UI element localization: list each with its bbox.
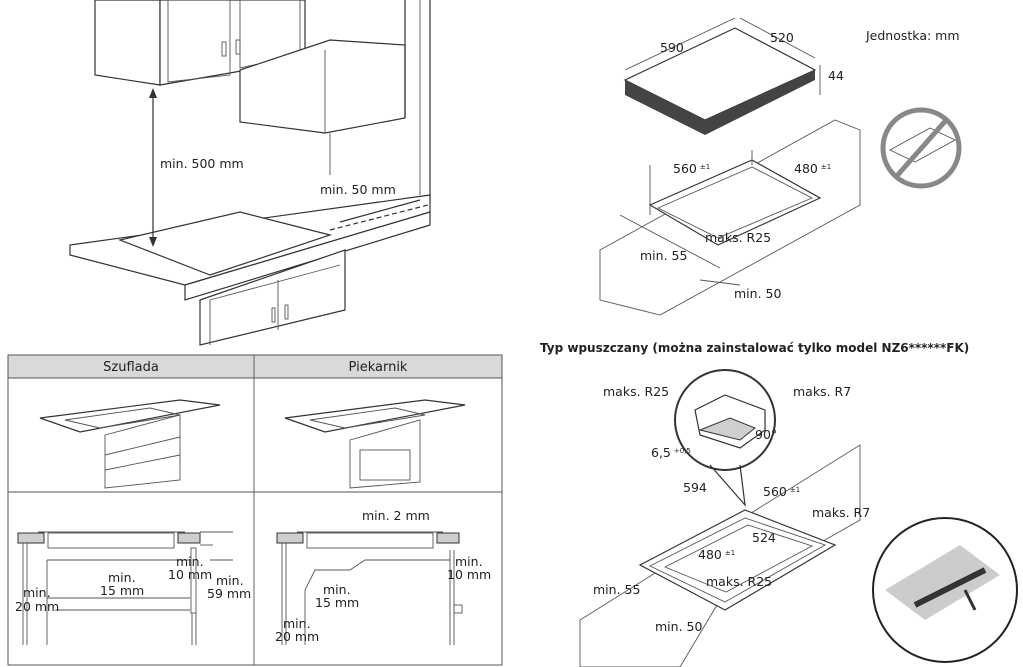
cutout-width-label: 560±1 <box>763 484 800 499</box>
oven-min-15-label: min.15 mm <box>315 582 359 610</box>
min-back-label: min. 50 <box>655 619 702 634</box>
detail-r7-label: maks. R7 <box>793 384 851 399</box>
hob-height-label: 44 <box>828 68 844 83</box>
header-drawer: Szuflada <box>103 360 159 375</box>
min-back-label: min. 50 <box>734 286 781 301</box>
oven-min-2-label: min. 2 mm <box>362 508 430 523</box>
flush-installation-illustration: Typ wpuszczany (można zainstalować tylko… <box>540 341 1018 667</box>
inner-r25-label: maks. R25 <box>706 574 772 589</box>
drawer-min-15-label: min.15 mm <box>100 570 144 598</box>
oven-min-20-label: min.20 mm <box>275 616 319 644</box>
hob-width-label: 590 <box>660 40 684 55</box>
drawer-min-10-label: min.10 mm <box>168 554 212 582</box>
oven-min-10-label: min.10 mm <box>447 554 491 582</box>
depth-label: 6,5+0,5 <box>651 445 691 460</box>
min-wall-gap-label: min. 50 mm <box>320 182 396 197</box>
drawer-min-59-label: min.59 mm <box>207 573 251 601</box>
cutout-depth-label: 480±1 <box>794 161 831 176</box>
min-front-label: min. 55 <box>640 248 687 263</box>
min-height-label: min. 500 mm <box>160 156 244 171</box>
angle-label: 90° <box>755 427 777 442</box>
unit-label: Jednostka: mm <box>865 28 960 43</box>
max-radius-label: maks. R25 <box>705 230 771 245</box>
flush-title: Typ wpuszczany (można zainstalować tylko… <box>540 341 969 355</box>
inner-width-label: 524 <box>752 530 776 545</box>
outer-width-label: 594 <box>683 480 707 495</box>
prohibited-tool-icon <box>880 107 962 189</box>
hob-depth-label: 520 <box>770 30 794 45</box>
sealant-gun-icon <box>872 517 1018 663</box>
outer-r7-label: maks. R7 <box>812 505 870 520</box>
drawer-min-20-label: min.20 mm <box>15 585 59 614</box>
clearance-table: Szuflada Piekarnik min.10 mm min.15 mm m… <box>7 354 503 666</box>
min-front-label: min. 55 <box>593 582 640 597</box>
header-oven: Piekarnik <box>349 360 408 375</box>
cutout-depth-label: 480±1 <box>698 547 735 562</box>
kitchen-installation-illustration: min. 500 mm min. 50 mm <box>69 0 431 346</box>
cutout-width-label: 560±1 <box>673 161 710 176</box>
hob-dimensions-illustration: 590 520 44 Jednostka: mm 560±1 480±1 mak… <box>599 17 962 316</box>
detail-r25-label: maks. R25 <box>603 384 669 399</box>
